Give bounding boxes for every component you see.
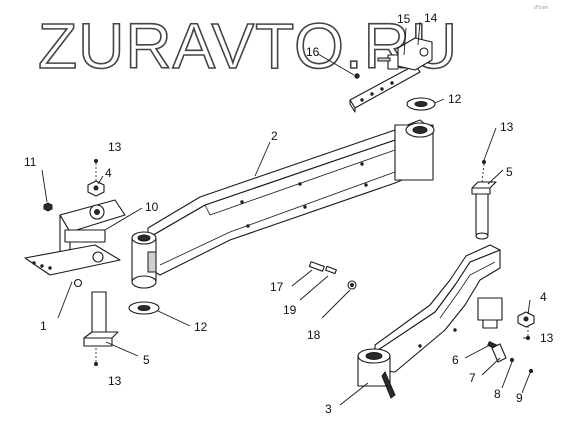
small-nut-part — [43, 202, 53, 212]
callout-13-bottom-left: 13 — [108, 374, 122, 388]
washer-part-bottom — [128, 301, 160, 315]
callout-19: 19 — [283, 303, 297, 317]
callout-13-top-left: 13 — [108, 140, 122, 154]
callout-17: 17 — [270, 280, 284, 294]
callout-8: 8 — [494, 387, 501, 401]
callout-4-right: 4 — [540, 290, 547, 304]
clip-part-7 — [491, 343, 507, 363]
callout-13-right: 13 — [540, 331, 554, 345]
callout-4-left: 4 — [105, 166, 112, 180]
corner-mark: d*com — [534, 5, 548, 11]
leader-lines — [41, 21, 531, 406]
pin-part-17 — [308, 261, 325, 272]
adjuster-part — [349, 37, 433, 113]
callout-10: 10 — [145, 200, 159, 214]
callout-5-right: 5 — [506, 165, 513, 179]
callout-12-bottom: 12 — [194, 320, 208, 334]
callout-16: 16 — [306, 45, 320, 59]
pin-16 — [354, 73, 360, 79]
dashed-axes — [95, 163, 529, 362]
pin-part-19 — [325, 265, 337, 275]
bolt-13-top-right — [482, 160, 486, 164]
bracket-part — [24, 199, 126, 288]
long-arm-part — [131, 119, 435, 289]
callout-12-top: 12 — [448, 92, 462, 106]
pin-part-18 — [347, 280, 357, 290]
callout-1: 1 — [40, 319, 47, 333]
washer-part-top — [406, 97, 436, 111]
callout-18: 18 — [307, 328, 321, 342]
washer-part-8 — [509, 357, 515, 363]
callout-11: 11 — [24, 155, 37, 169]
callout-2: 2 — [271, 129, 278, 143]
watermark-logo: ZURAVTO.RU — [38, 10, 458, 82]
callout-14: 14 — [424, 11, 438, 25]
bolt-13-top-left — [94, 159, 98, 163]
pin-part-9 — [528, 368, 534, 374]
bolt-13-bottom-left — [94, 362, 98, 366]
post-part-left — [83, 291, 119, 347]
callout-5-left: 5 — [143, 353, 150, 367]
callout-15: 15 — [397, 12, 411, 26]
callout-13-top-right: 13 — [500, 120, 514, 134]
post-part-right — [471, 181, 497, 240]
nut-part-right — [517, 311, 535, 328]
callout-3: 3 — [325, 402, 332, 416]
callout-6: 6 — [452, 353, 459, 367]
nut-part-left — [87, 180, 105, 197]
callout-7: 7 — [469, 371, 476, 385]
callout-9: 9 — [516, 391, 523, 405]
lower-arm-part — [357, 244, 503, 399]
